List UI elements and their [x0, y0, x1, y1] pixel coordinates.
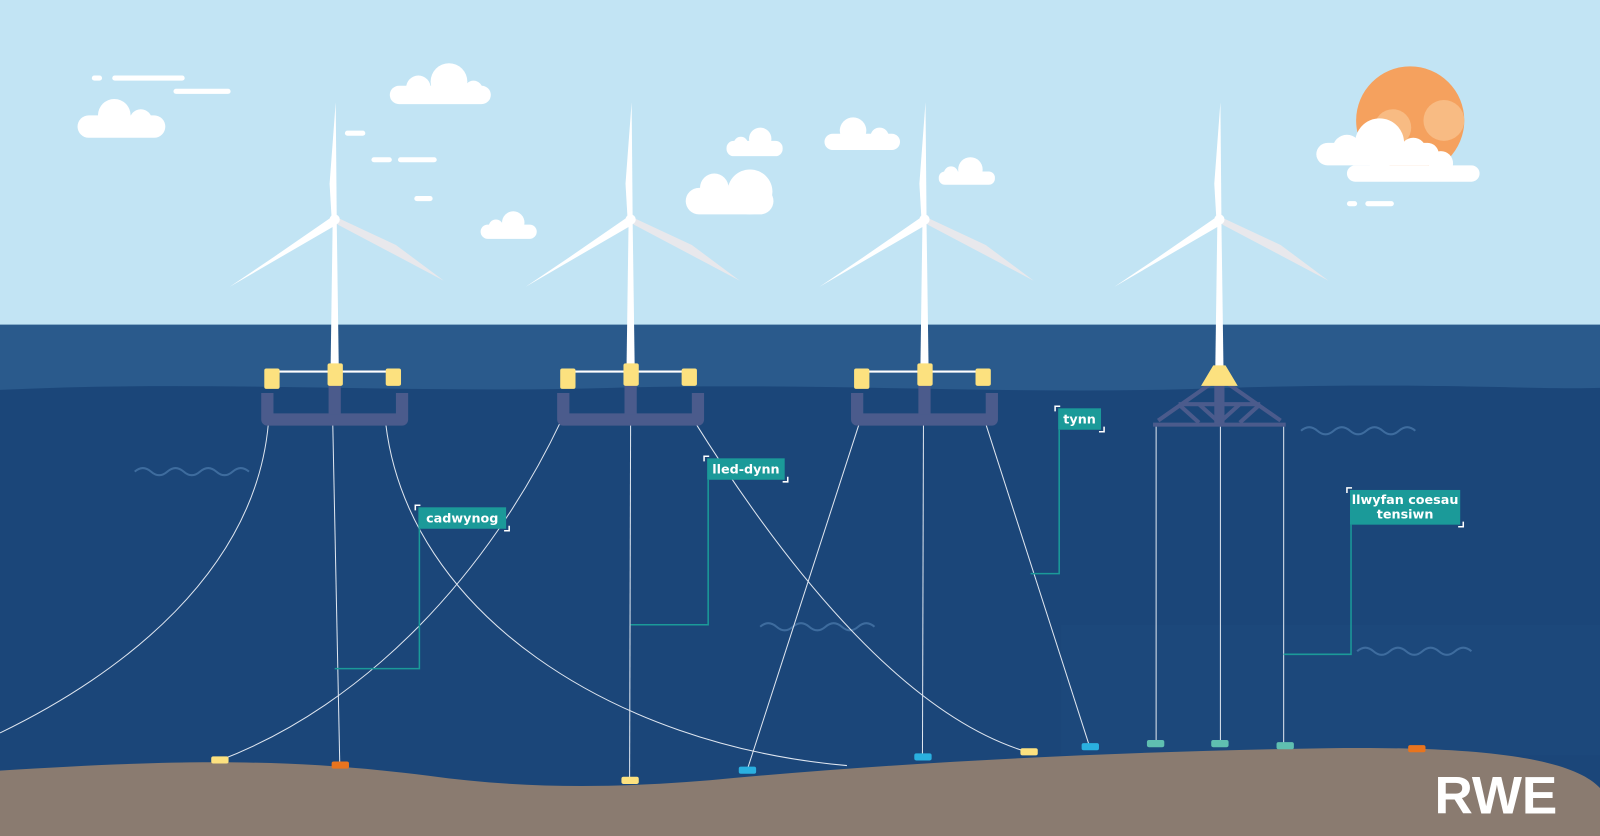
anchor-icon — [1276, 742, 1294, 750]
float-column — [917, 363, 933, 386]
rwe-logo: RWE — [1435, 767, 1558, 826]
cloud-icon — [938, 157, 995, 185]
anchor-icon — [1146, 740, 1165, 748]
cloud-icon — [726, 127, 783, 157]
svg-text:tensiwn: tensiwn — [1377, 508, 1434, 523]
svg-text:lled-dynn: lled-dynn — [712, 463, 779, 478]
anchor-icon — [914, 753, 932, 761]
label-taut: tynn — [1054, 405, 1105, 433]
wind-turbine — [229, 102, 444, 426]
wind-turbine — [525, 102, 740, 426]
cloud-icon — [685, 169, 774, 215]
float-column — [623, 363, 639, 386]
turbine-tower — [330, 222, 339, 368]
svg-text:llwyfan coesau: llwyfan coesau — [1352, 493, 1459, 508]
float-column — [854, 368, 870, 389]
semi-submersible-pontoon — [851, 392, 998, 426]
turbine-hub — [1214, 214, 1225, 225]
turbine-blades — [1114, 102, 1329, 287]
turbine-blades — [229, 102, 444, 287]
anchor-icon — [1408, 745, 1426, 753]
anchor-icon — [621, 776, 639, 784]
semi-submersible-pontoon — [261, 392, 409, 426]
anchor-icon — [211, 756, 229, 764]
turbine-hub — [329, 214, 340, 225]
svg-text:tynn: tynn — [1063, 413, 1096, 428]
turbine-hub — [625, 214, 636, 225]
float-column — [385, 368, 402, 386]
anchor-icon — [331, 761, 349, 769]
turbine-tower — [1215, 222, 1224, 368]
semi-submersible-pontoon — [557, 392, 705, 426]
float-column — [264, 368, 280, 389]
seabed — [0, 747, 1600, 836]
cloud-icon — [77, 99, 166, 138]
label-semi-taut: lled-dynn — [703, 455, 789, 483]
wind-turbine — [819, 102, 1034, 426]
anchor-icon — [1211, 740, 1229, 748]
clouds — [77, 63, 1480, 239]
turbine-blades — [525, 102, 740, 287]
turbine-blades — [819, 102, 1034, 287]
anchors — [211, 740, 1426, 784]
float-column — [681, 368, 697, 386]
anchor-icon — [1020, 748, 1038, 756]
float-column — [560, 368, 576, 389]
cloud-icon — [389, 63, 491, 105]
wave-marks — [134, 426, 1473, 656]
cloud-icon — [824, 117, 900, 151]
wind-turbine — [1114, 102, 1329, 427]
cloud-icon — [480, 211, 537, 239]
turbine-tower — [626, 222, 635, 368]
anchor-icon — [738, 766, 757, 774]
float-column — [327, 363, 343, 386]
turbine-hub — [919, 214, 930, 225]
svg-text:cadwynog: cadwynog — [426, 512, 498, 527]
label-tension-leg-platform: llwyfan coesau tensiwn — [1346, 487, 1465, 528]
float-column — [975, 368, 991, 386]
callout-lines — [334, 429, 1352, 670]
cloud-icon — [1316, 118, 1480, 182]
turbine-tower — [920, 222, 929, 368]
anchor-icon — [1081, 743, 1099, 751]
float-column — [1201, 365, 1238, 386]
label-catenary: cadwynog — [414, 504, 510, 532]
